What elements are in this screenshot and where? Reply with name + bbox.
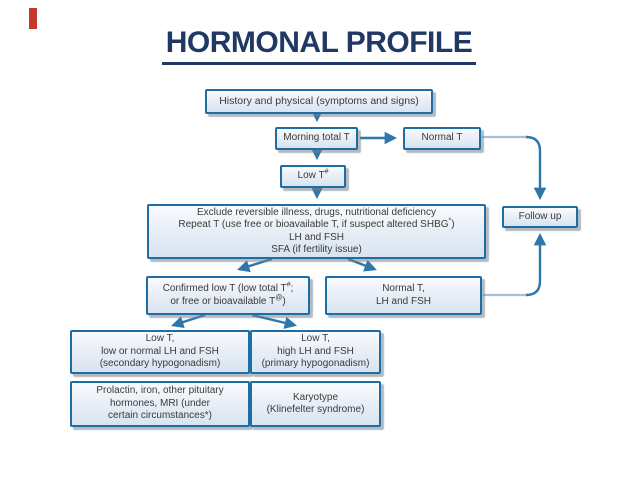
node-label: Normal T: [421, 132, 463, 144]
node-line-1: Normal T,: [382, 283, 425, 294]
exclude-line2-superscript: *: [448, 217, 452, 225]
node-morning-total-t: Morning total T: [275, 127, 358, 150]
confirmed-line2-superscript: @: [275, 294, 283, 302]
node-line-1: Low T,: [301, 333, 330, 345]
node-line-4: SFA (if fertility issue): [271, 244, 362, 255]
title-wrap: HORMONAL PROFILE: [0, 26, 638, 65]
node-secondary-hypogonadism: Low T, low or normal LH and FSH (seconda…: [70, 330, 250, 374]
low-t-text: Low T: [297, 170, 325, 182]
node-line-3: (primary hypogonadism): [261, 358, 370, 370]
arrow-normaltlh-to-followup: [525, 232, 547, 297]
arrow-confirmed-to-primary: [251, 313, 298, 329]
node-line-2: Repeat T (use free or bioavailable T, if…: [178, 217, 455, 232]
node-label: Follow up: [518, 210, 562, 222]
node-label: History and physical (symptoms and signs…: [219, 95, 419, 108]
accent-bar: [29, 8, 37, 29]
node-line-3: LH and FSH: [288, 231, 345, 243]
page-title: HORMONAL PROFILE: [161, 26, 477, 65]
arrow-exclude-to-confirmed: [237, 257, 273, 273]
node-normal-t-lh-fsh: Normal T, LH and FSH: [325, 276, 482, 315]
node-line-2: (Klinefelter syndrome): [266, 404, 365, 415]
confirmed-line2-text: or free or bioavailable T: [170, 295, 276, 307]
node-history-and-physical: History and physical (symptoms and signs…: [205, 89, 433, 114]
node-prolactin-mri: Prolactin, iron, other pituitary hormone…: [70, 381, 250, 427]
confirmed-line1-superscript: #: [286, 281, 291, 289]
low-t-superscript: #: [324, 168, 329, 176]
node-line-1: Prolactin, iron, other pituitary: [96, 385, 224, 397]
node-line-2: high LH and FSH: [277, 345, 354, 357]
arrow-confirmed-to-secondary: [171, 313, 206, 329]
node-confirmed-low-t: Confirmed low T (low total T#; or free o…: [146, 276, 310, 315]
node-exclude-reversible: Exclude reversible illness, drugs, nutri…: [147, 204, 486, 259]
node-line-1: Confirmed low T (low total T#;: [162, 281, 294, 296]
node-line-2: low or normal LH and FSH: [101, 345, 219, 357]
exclude-line2-close: ): [451, 219, 455, 230]
arrow-exclude-to-normaltlh: [347, 257, 377, 272]
node-follow-up: Follow up: [502, 206, 578, 228]
node-line-1: Exclude reversible illness, drugs, nutri…: [196, 206, 436, 218]
arrow-normal-to-followup: [525, 135, 547, 201]
node-line-2: LH and FSH: [375, 295, 432, 307]
node-label: Low T#: [297, 168, 329, 183]
node-line-3: certain circumstances*): [108, 410, 212, 422]
node-line-1: Low T,: [145, 333, 175, 345]
node-karyotype: Karyotype (Klinefelter syndrome): [250, 381, 381, 427]
confirmed-line2-close: ): [282, 295, 286, 307]
node-line-2: or free or bioavailable T@): [170, 294, 286, 309]
node-low-t: Low T#: [280, 165, 346, 188]
node-line-3: (secondary hypogonadism): [99, 358, 221, 370]
confirmed-line1-close: ;: [290, 283, 294, 294]
node-label: Morning total T: [283, 132, 350, 144]
node-line-1: Karyotype: [292, 391, 339, 403]
node-normal-t: Normal T: [403, 127, 481, 150]
node-line-2: hormones, MRI (under: [109, 397, 211, 409]
node-primary-hypogonadism: Low T, high LH and FSH (primary hypogona…: [250, 330, 381, 374]
confirmed-line1-text: Confirmed low T (low total T: [162, 283, 287, 294]
exclude-line2-text: Repeat T (use free or bioavailable T, if…: [178, 219, 449, 230]
